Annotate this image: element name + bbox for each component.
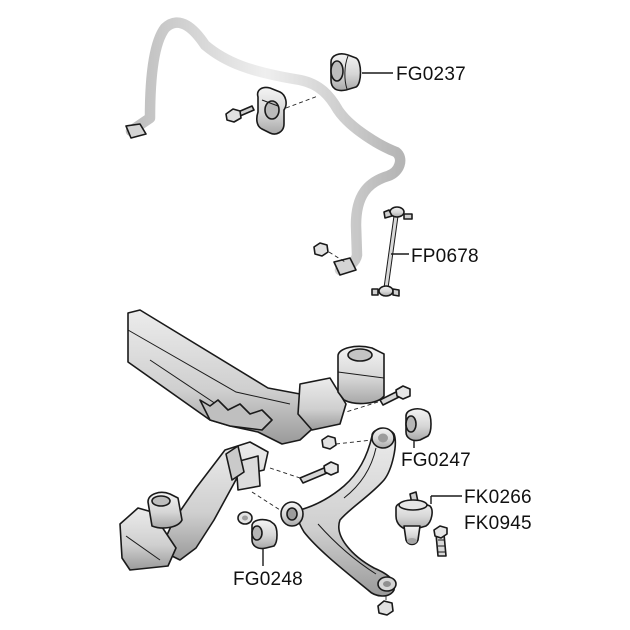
subframe	[119, 309, 385, 571]
arm-nut	[377, 594, 394, 616]
label-fk0945: FK0945	[464, 513, 532, 534]
dashed-guide-clamp	[285, 95, 319, 109]
small-washer	[237, 511, 253, 525]
bushing-fg0237	[330, 53, 362, 92]
bushing-fg0248	[251, 518, 278, 550]
dashed-guide-arm-rear	[335, 439, 373, 445]
label-fg0237: FG0237	[396, 64, 466, 85]
subframe-bolt-upper	[345, 385, 411, 413]
ball-joint-bolt	[433, 525, 448, 557]
link-rod-fp0678	[371, 206, 413, 297]
clamp-bracket	[256, 86, 287, 135]
subframe-bolt-lower	[269, 461, 339, 484]
link-nut	[313, 242, 346, 263]
clamp-bolt	[225, 105, 255, 123]
label-fk0266: FK0266	[464, 487, 532, 508]
dashed-guide-arm-front	[251, 491, 281, 511]
label-fg0247: FG0247	[401, 450, 471, 471]
stabilizer-bar	[125, 17, 406, 276]
label-fg0248: FG0248	[233, 569, 303, 590]
bushing-fg0247	[405, 408, 432, 442]
ball-joint	[395, 491, 433, 546]
lower-control-arm	[280, 427, 397, 597]
label-fp0678: FP0678	[411, 246, 479, 267]
